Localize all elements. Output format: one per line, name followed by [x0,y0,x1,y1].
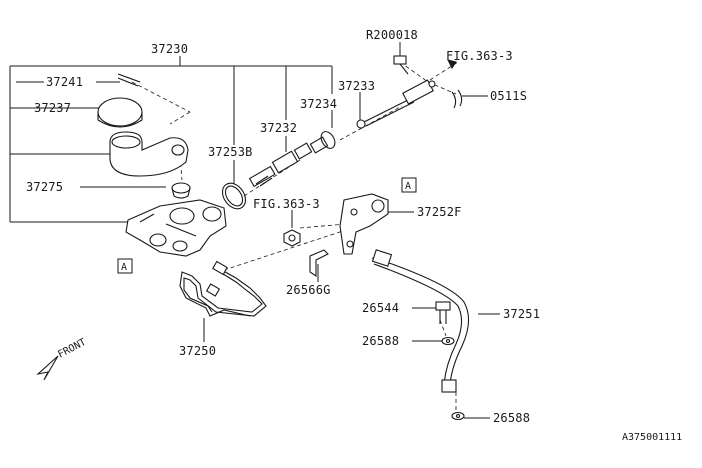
reservoir-part [109,131,189,177]
piston-37232-part [248,136,329,188]
callout-0511s: 0511S [490,89,527,103]
callout-26544: 26544 [362,301,399,315]
callout-26566g: 26566G [286,283,331,297]
ref-box-a-left: A [117,258,133,274]
callout-37250: 37250 [179,344,216,358]
grommet-37275-part [171,182,191,199]
callout-37275: 37275 [26,180,63,194]
hose-37251-part [371,249,470,393]
bolt-26544-part [435,301,451,324]
seal-ring-37253b-part [221,182,247,210]
ref-box-a-left-label: A [121,262,127,273]
callout-37253b: 37253B [208,145,253,159]
arrow-to-fig [447,59,457,69]
callout-r200018: R200018 [366,28,418,42]
callout-37241: 37241 [46,75,83,89]
front-arrow [36,355,59,381]
leader-lines [9,42,500,419]
washer-26588-top-part [441,336,455,346]
callout-37232: 37232 [260,121,297,135]
reservoir-cap-part [97,97,143,128]
callout-fig-363-3-mid: FIG.363-3 [253,197,320,211]
callout-26588-top: 26588 [362,334,399,348]
clip-26566g-part [309,249,329,278]
pushrod-37233-part [356,79,436,129]
callout-37234: 37234 [300,97,337,111]
diagram-id: A375001111 [622,432,682,443]
master-cylinder-part [125,199,227,257]
pipe-37250-part [179,260,267,317]
bolt-r200018-part [393,55,409,75]
washer-26588-bottom-part [451,411,465,421]
ref-box-a-right-label: A [405,181,411,192]
callout-26588-bottom: 26588 [493,411,530,425]
callout-labels: 37230 37241 37237 37275 37253B 37232 372… [26,28,540,425]
callout-37251: 37251 [503,307,540,321]
callout-fig-363-3-top: FIG.363-3 [446,49,513,63]
oring-37234-part [320,131,336,149]
callout-37230: 37230 [151,42,188,56]
callout-37252f: 37252F [417,205,462,219]
pin-37241-part [117,73,141,87]
callout-37233: 37233 [338,79,375,93]
clip-0511s-part [451,89,463,109]
bracket-37252f-part [339,193,389,255]
nut-part [283,229,301,247]
callout-37237: 37237 [34,101,71,115]
front-label: FRONT [56,337,88,361]
ref-box-a-right: A [401,177,417,193]
